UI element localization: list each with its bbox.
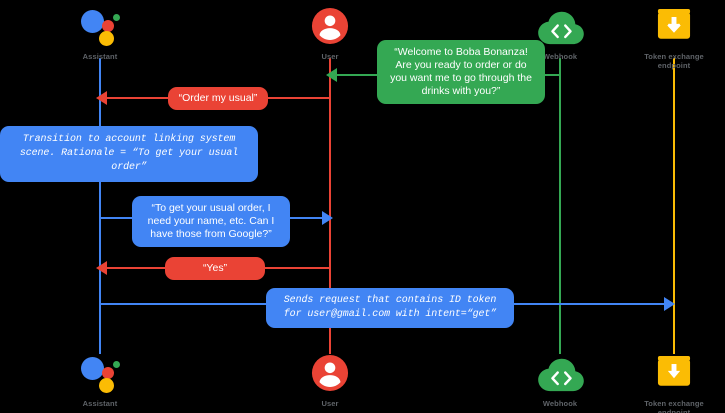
lifeline-user [329,58,331,354]
message-bubble-token-request: Sends request that contains ID token for… [266,288,514,328]
arrowhead-order-my-usual [96,91,107,105]
user-avatar-icon [311,7,349,45]
actor-label-user: User [321,399,339,408]
lifeline-webhook [559,58,561,354]
actor-user-top: User [270,4,390,61]
actor-user-bottom: User [270,351,390,408]
arrowhead-welcome [326,68,337,82]
user-avatar-icon [311,354,349,392]
cloud-code-icon [538,11,584,45]
download-box-icon [657,9,691,39]
lifeline-token-endpoint [673,58,675,354]
cloud-code-icon [538,358,584,392]
actor-token-endpoint-bottom: Token exchange endpoint [614,351,725,413]
lifeline-assistant [99,58,101,354]
actor-label-webhook: Webhook [542,399,578,408]
message-bubble-transition-note: Transition to account linking system sce… [0,126,258,182]
arrowhead-yes [96,261,107,275]
actor-token-endpoint-top: Token exchange endpoint [614,4,725,70]
download-box-icon [657,356,691,386]
actor-label-token-endpoint: Token exchange endpoint [644,52,704,70]
arrowhead-token-request [664,297,675,311]
arrowhead-request-profile [322,211,333,225]
actor-webhook-bottom: Webhook [500,351,620,408]
actor-label-token-endpoint: Token exchange endpoint [644,399,704,413]
message-bubble-yes: “Yes” [165,257,265,280]
google-assistant-logo-icon [77,351,123,397]
actor-label-assistant: Assistant [82,399,118,408]
actor-assistant-top: Assistant [40,4,160,61]
actor-assistant-bottom: Assistant [40,351,160,408]
message-bubble-request-profile: “To get your usual order, I need your na… [132,196,290,247]
google-assistant-logo-icon [77,4,123,50]
message-bubble-welcome: “Welcome to Boba Bonanza! Are you ready … [377,40,545,104]
message-bubble-order-my-usual: “Order my usual” [168,87,268,110]
